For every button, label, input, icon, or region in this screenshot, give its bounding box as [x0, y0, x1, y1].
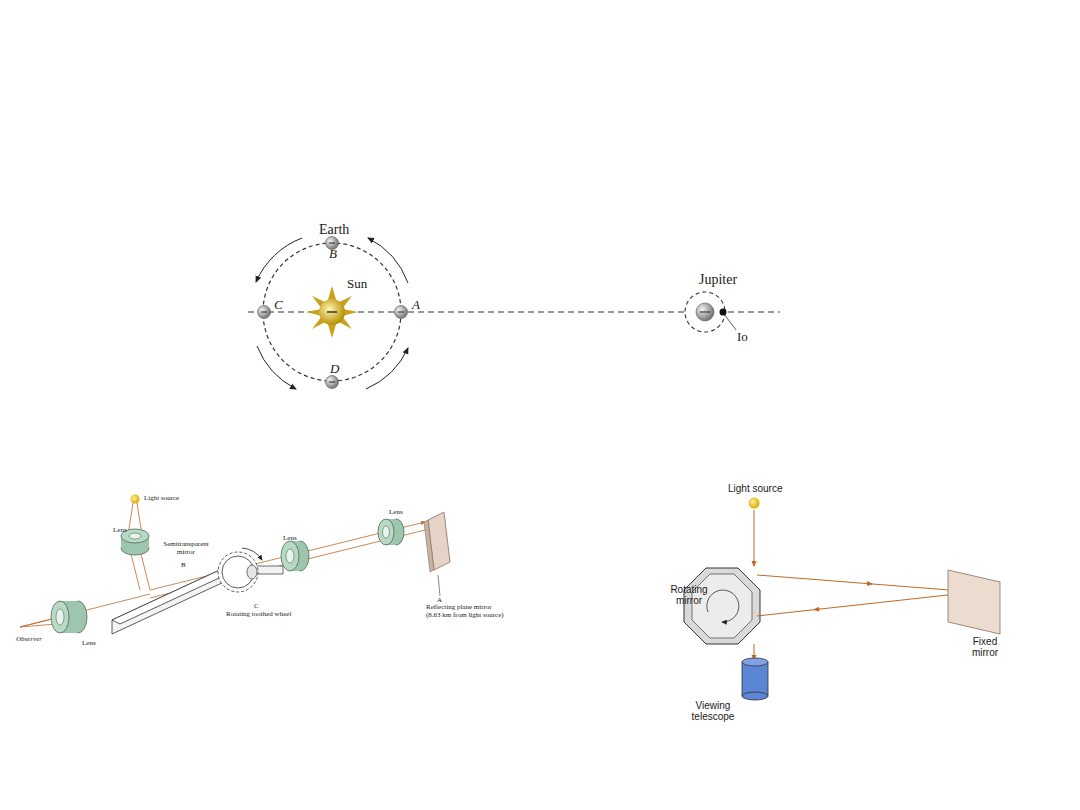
sun: [306, 286, 358, 338]
moon-name: Io: [737, 330, 748, 344]
part-note: (8.63 km from light source): [426, 612, 504, 620]
part-name: Light source: [728, 483, 782, 494]
earth-positions: [258, 237, 408, 389]
position-letter: D: [330, 362, 339, 376]
part-name: Viewing telescope: [690, 700, 736, 722]
part-name: Rotating mirror: [664, 584, 714, 606]
part-name: Observer: [16, 636, 42, 644]
part-name: Fixed mirror: [962, 636, 1008, 658]
planet-name: Jupiter: [699, 272, 737, 287]
fizeau-apparatus: [20, 495, 450, 635]
part-name: Rotating toothed wheel: [226, 611, 291, 619]
part-name: Semitransparent mirror: [160, 541, 212, 556]
part-name: Light source: [144, 495, 179, 503]
part-letter: B: [181, 562, 186, 570]
earth-orbit: [263, 243, 401, 381]
planet-name: Earth: [319, 222, 349, 237]
body-name: Sun: [347, 277, 367, 291]
io: [720, 309, 727, 316]
position-letter: B: [329, 247, 337, 261]
part-name: Lens: [389, 509, 403, 517]
io-orbit: [685, 292, 725, 332]
part-name: Lens: [113, 527, 127, 535]
part-name: Lens: [283, 535, 297, 543]
part-name: Lens: [82, 640, 96, 648]
foucault-apparatus: [684, 498, 1000, 701]
position-letter: C: [274, 298, 283, 312]
position-letter: A: [412, 298, 420, 312]
part-letter: C: [254, 603, 259, 611]
jupiter: [696, 303, 714, 321]
part-name: Reflecting plane mirror: [426, 604, 492, 612]
sight-line: [248, 312, 780, 313]
